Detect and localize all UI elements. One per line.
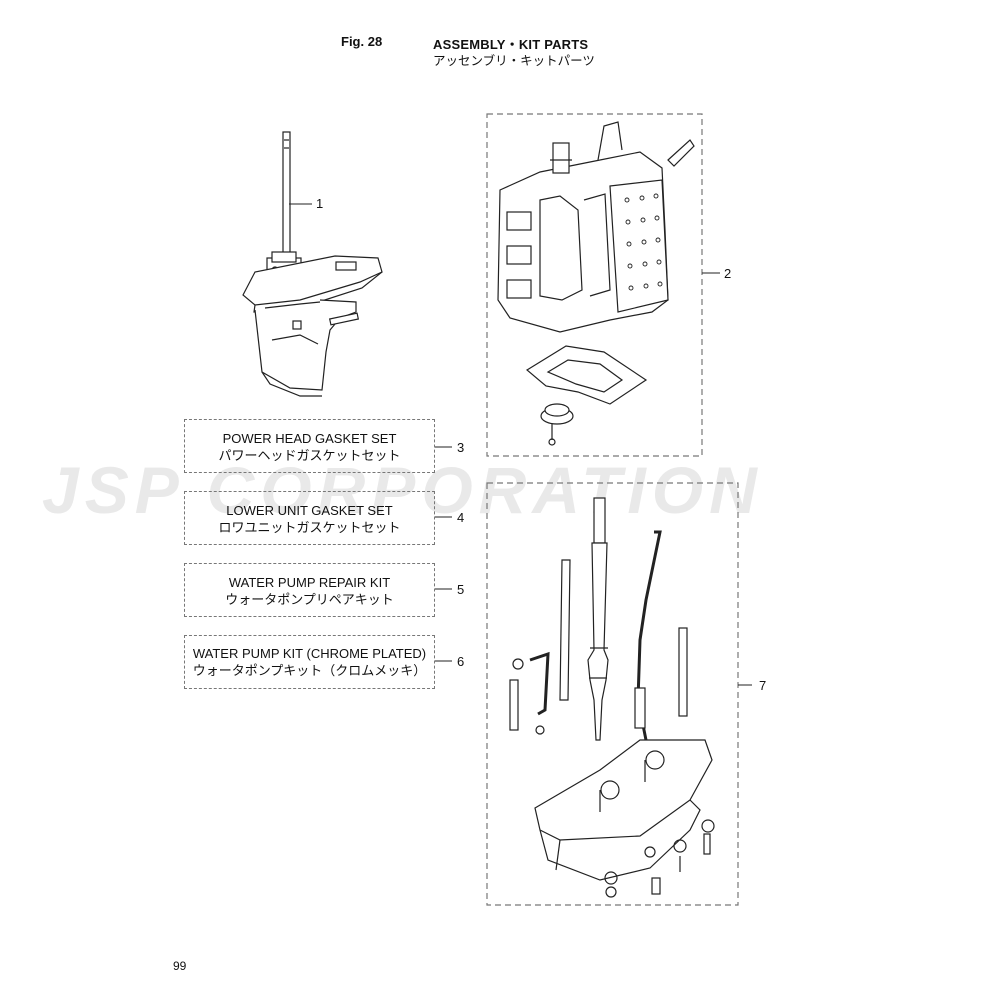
kit-box-water-pump-chrome: WATER PUMP KIT (CHROME PLATED) ウォータポンプキッ… <box>184 635 435 689</box>
kit-name-en: POWER HEAD GASKET SET <box>222 431 397 446</box>
callout-5: 5 <box>457 582 465 597</box>
kit-name-jp: ウォータポンプキット（クロムメッキ） <box>192 663 427 678</box>
kit-name-en: LOWER UNIT GASKET SET <box>226 503 393 518</box>
kit-box-water-pump-repair: WATER PUMP REPAIR KIT ウォータポンプリペアキット <box>184 563 435 617</box>
figure-number: Fig. 28 <box>341 34 383 49</box>
callout-3: 3 <box>457 440 465 455</box>
title-english: ASSEMBLY・KIT PARTS <box>433 37 589 52</box>
watermark: JSP CORPORATION <box>42 453 763 527</box>
kit-box-power-head-gasket: POWER HEAD GASKET SET パワーヘッドガスケットセット <box>184 419 435 473</box>
callout-1: 1 <box>316 196 324 211</box>
callout-6: 6 <box>457 654 465 669</box>
kit-name-jp: パワーヘッドガスケットセット <box>218 448 401 463</box>
page-number: 99 <box>173 959 187 973</box>
callout-7: 7 <box>759 678 767 693</box>
kit-name-jp: ロワユニットガスケットセット <box>218 520 401 535</box>
callout-2: 2 <box>724 266 732 281</box>
lower-unit-drawing <box>242 131 383 397</box>
kit-name-en: WATER PUMP REPAIR KIT <box>228 575 391 590</box>
upper-casing-drawing <box>509 497 715 898</box>
kit-name-jp: ウォータポンプリペアキット <box>225 592 394 607</box>
kit-name-en: WATER PUMP KIT (CHROME PLATED) <box>192 646 427 661</box>
callout-4: 4 <box>457 510 465 525</box>
kit-box-lower-unit-gasket: LOWER UNIT GASKET SET ロワユニットガスケットセット <box>184 491 435 545</box>
title-japanese: アッセンブリ・キットパーツ <box>433 54 595 68</box>
power-head-drawing <box>497 121 695 446</box>
